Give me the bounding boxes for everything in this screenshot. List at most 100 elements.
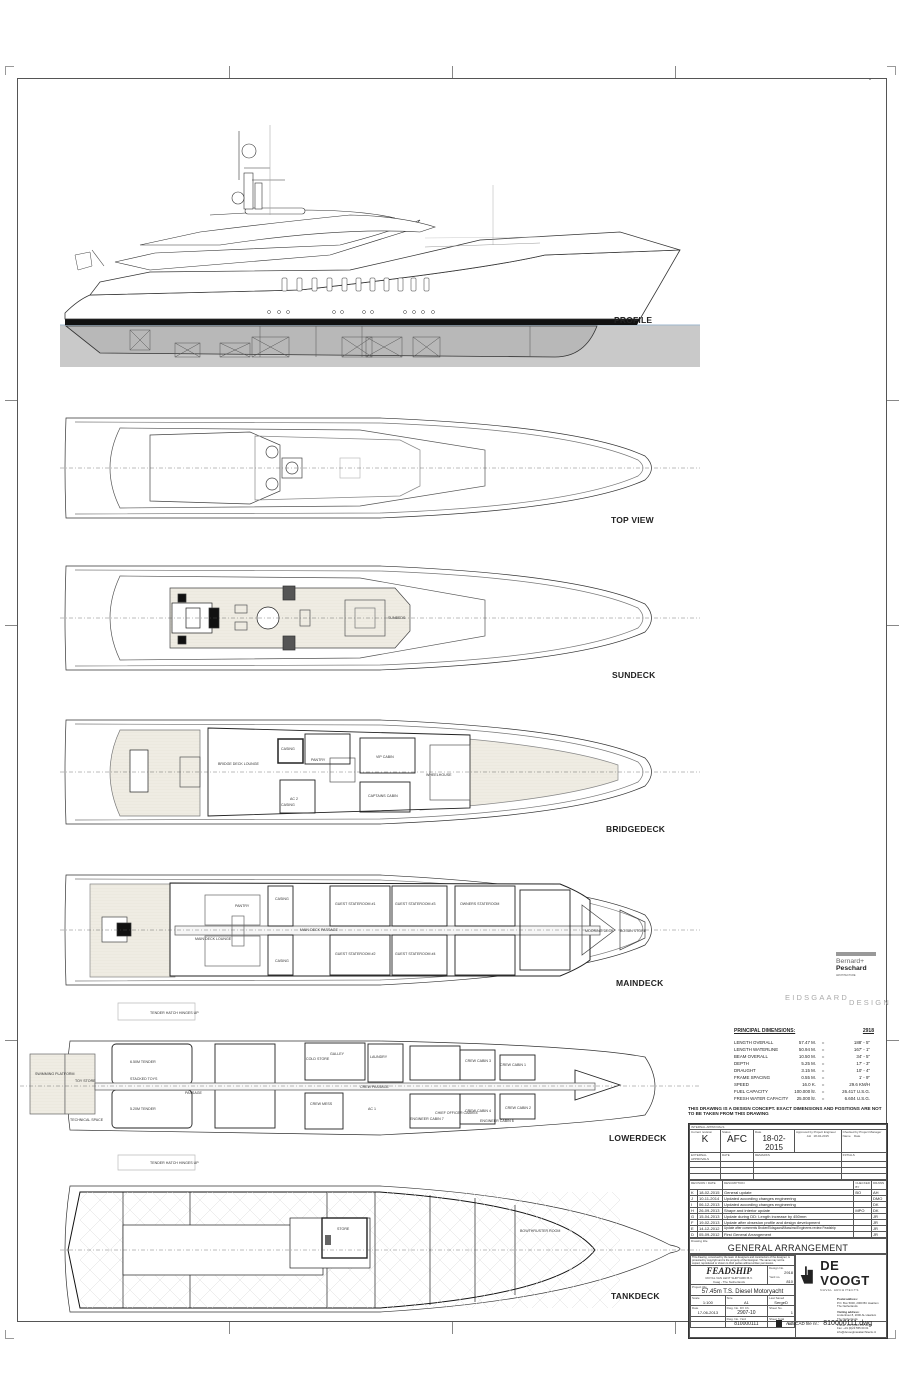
- svg-text:PANTRY: PANTRY: [235, 904, 250, 908]
- svg-text:BOWTHRUSTER ROOM: BOWTHRUSTER ROOM: [520, 1229, 560, 1233]
- svg-text:ENGINEER CABIN 6: ENGINEER CABIN 6: [480, 1119, 514, 1123]
- svg-text:5.20M TENDER: 5.20M TENDER: [130, 1107, 156, 1111]
- svg-text:CASING: CASING: [281, 803, 295, 807]
- svg-text:CASING: CASING: [275, 897, 289, 901]
- svg-text:ENGINEER CABIN 7: ENGINEER CABIN 7: [410, 1117, 444, 1121]
- svg-text:TENDER HATCH HINGES UP: TENDER HATCH HINGES UP: [150, 1161, 199, 1165]
- frame-tick: [5, 400, 17, 401]
- frame-tick: [229, 1322, 230, 1334]
- frame-tick: [5, 1040, 17, 1041]
- corner-mark: [887, 66, 896, 75]
- frame-tick: [229, 66, 230, 78]
- svg-text:CREW CABIN 4: CREW CABIN 4: [465, 1109, 491, 1113]
- frame-tick: [887, 400, 899, 401]
- frame-tick: [675, 1322, 676, 1334]
- bridgedeck-view: CASING PANTRY VIP CABIN BRIDGE DECK LOUN…: [60, 719, 700, 825]
- frame-tick: [675, 66, 676, 78]
- svg-text:GALLEY: GALLEY: [330, 1052, 345, 1056]
- view-label-top-view: TOP VIEW: [611, 515, 654, 525]
- svg-text:LAUNDRY: LAUNDRY: [370, 1055, 388, 1059]
- tankdeck-view: STORE BOWTHRUSTER ROOM: [60, 1185, 700, 1313]
- frame-tick: [452, 1322, 453, 1334]
- design-concept-disclaimer: THIS DRAWING IS A DESIGN CONCEPT. EXACT …: [688, 1106, 882, 1117]
- principal-dimensions: PRINCIPAL DIMENSIONS:2918 LENGTH OVERALL…: [734, 1028, 874, 1101]
- svg-text:CASING: CASING: [275, 959, 289, 963]
- lowerdeck-view: TENDER HATCH HINGES UP SWIMMING PLATFORM…: [20, 1002, 700, 1171]
- feadship-logo: FEADSHIP: [706, 1266, 752, 1276]
- svg-text:BOSUN STORE: BOSUN STORE: [620, 929, 647, 933]
- svg-text:GUEST STATEROOM #2: GUEST STATEROOM #2: [335, 952, 376, 956]
- view-label-maindeck: MAINDECK: [616, 978, 664, 988]
- svg-text:STORE: STORE: [337, 1227, 350, 1231]
- svg-text:PASSAGE: PASSAGE: [185, 1091, 203, 1095]
- svg-text:CREW CABIN 2: CREW CABIN 2: [505, 1106, 531, 1110]
- bernard-peschard-logo: Bernard+ Peschard ARCHITECTURE: [836, 952, 876, 979]
- svg-text:6.50M TENDER: 6.50M TENDER: [130, 1060, 156, 1064]
- svg-text:CASING: CASING: [281, 747, 295, 751]
- view-label-lowerdeck: LOWERDECK: [609, 1133, 667, 1143]
- frame-tick: [5, 625, 17, 626]
- svg-text:AC 2: AC 2: [290, 797, 298, 801]
- svg-text:VIP CABIN: VIP CABIN: [376, 755, 394, 759]
- svg-text:AC 1: AC 1: [368, 1107, 376, 1111]
- view-label-sundeck: SUNDECK: [612, 670, 656, 680]
- frame-tick: [887, 1040, 899, 1041]
- view-label-profile: PROFILE: [614, 315, 653, 325]
- svg-text:PANTRY: PANTRY: [311, 758, 326, 762]
- drawing-frame: [17, 78, 887, 1322]
- frame-tick: [452, 66, 453, 78]
- ship-icon: [800, 1266, 813, 1284]
- svg-text:MOORING DECK: MOORING DECK: [585, 929, 614, 933]
- view-label-bridgedeck: BRIDGEDECK: [606, 824, 666, 834]
- svg-text:CREW PASSAGE: CREW PASSAGE: [360, 1085, 389, 1089]
- svg-text:CREW CABIN 3: CREW CABIN 3: [465, 1059, 491, 1063]
- corner-mark: [5, 1330, 14, 1339]
- svg-text:CHIEF OFFICER CABIN 8: CHIEF OFFICER CABIN 8: [435, 1111, 478, 1115]
- svg-text:GUEST STATEROOM #3: GUEST STATEROOM #3: [395, 902, 436, 906]
- svg-text:TENDER HATCH HINGES UP: TENDER HATCH HINGES UP: [150, 1011, 199, 1015]
- view-label-tankdeck: TANKDECK: [611, 1291, 660, 1301]
- svg-text:MAIN DECK LOUNGE: MAIN DECK LOUNGE: [195, 937, 232, 941]
- project-title: 57.45m T.S. Diesel Motoryacht: [701, 1289, 784, 1295]
- profile-view: [60, 125, 700, 367]
- svg-text:SWIMMING PLATFORM: SWIMMING PLATFORM: [35, 1072, 74, 1076]
- svg-text:OWNERS STATEROOM: OWNERS STATEROOM: [460, 902, 499, 906]
- svg-text:CREW CABIN 1: CREW CABIN 1: [500, 1063, 526, 1067]
- svg-text:COLD STORE: COLD STORE: [306, 1057, 330, 1061]
- corner-mark: [5, 66, 14, 75]
- autocad-file-reference: AutoCAD file nr.: 810000111.dwg: [776, 1320, 872, 1327]
- svg-text:WHEELHOUSE: WHEELHOUSE: [426, 773, 452, 777]
- top-view: [60, 417, 700, 519]
- sundeck-view: SUNBEDS: [60, 565, 700, 671]
- svg-text:GUEST STATEROOM #1: GUEST STATEROOM #1: [335, 902, 376, 906]
- svg-text:TOY STORE: TOY STORE: [75, 1079, 96, 1083]
- firm-address: Postal address: P.O. Box 5000, 2000 BC H…: [837, 1297, 879, 1334]
- svg-text:BRIDGE DECK LOUNGE: BRIDGE DECK LOUNGE: [218, 762, 260, 766]
- autocad-icon: [776, 1320, 782, 1327]
- drawing-title: GENERAL ARRANGEMENT: [727, 1243, 849, 1253]
- svg-text:STACKED TOYS: STACKED TOYS: [130, 1077, 158, 1081]
- svg-text:MAIN DECK PASSAGE: MAIN DECK PASSAGE: [300, 928, 338, 932]
- frame-tick: [887, 625, 899, 626]
- svg-text:CAPTAINS CABIN: CAPTAINS CABIN: [368, 794, 398, 798]
- svg-text:GUEST STATEROOM #4: GUEST STATEROOM #4: [395, 952, 436, 956]
- maindeck-view: CASING PANTRY MAIN DECK LOUNGE MAIN DECK…: [60, 874, 700, 986]
- svg-text:CREW MESS: CREW MESS: [310, 1102, 333, 1106]
- eidsgaard-design-logo: EIDSGAARDDESIGN: [785, 993, 891, 1007]
- corner-mark: [887, 1330, 896, 1339]
